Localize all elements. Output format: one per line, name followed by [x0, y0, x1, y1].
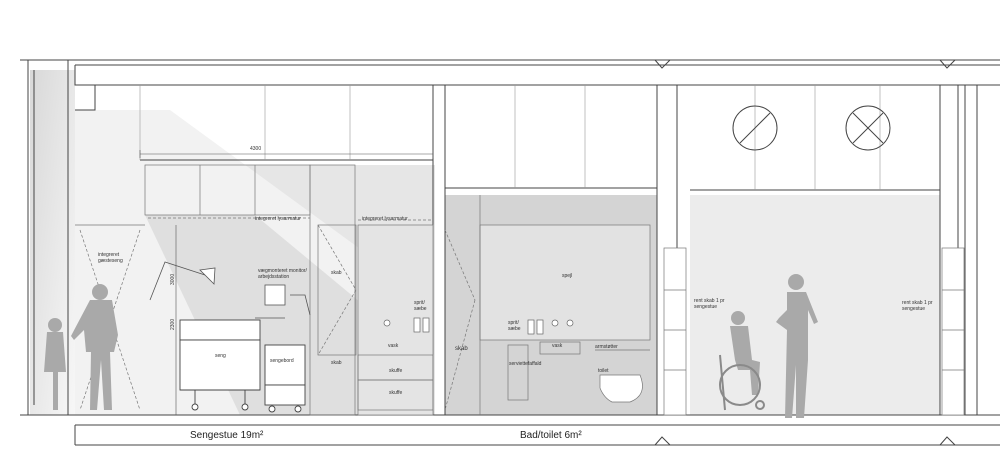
lighting-label-left: integreret lysarmatur — [255, 216, 301, 222]
bath-caption: Bad/toilet 6m² — [520, 430, 582, 441]
sanitizer-label-bath: sprit/ sæbe — [508, 320, 521, 332]
monitor-label: vægmonteret monitor/ arbejdsstation — [258, 268, 307, 280]
figures — [44, 274, 818, 418]
sink-label-bath: vask — [552, 343, 563, 349]
dimension-height-lower: 2300 — [170, 318, 176, 330]
cabinet-label-lower: skab — [331, 360, 342, 366]
lamp-and-monitor — [149, 261, 311, 319]
cabinet-label-upper: skab — [331, 270, 342, 276]
drawer-label-1: skuffe — [389, 368, 403, 374]
toilet-label: toilet — [598, 368, 609, 374]
building-structure — [20, 59, 1000, 446]
dispensers — [383, 317, 574, 335]
clean-cabinet-label-right: rent skab 1 pr sengestue — [902, 300, 933, 312]
wheelchair-figure — [719, 311, 765, 411]
room-caption: Sengestue 19m² — [190, 430, 264, 441]
armrest-label: armstøtter — [595, 344, 618, 350]
bed-label: seng — [215, 353, 226, 359]
cabinet-label-bath: skab — [455, 346, 468, 352]
man-figure — [776, 274, 818, 418]
dimension-lines — [139, 150, 434, 415]
guest-bed-label: integreret gæsteseng — [98, 252, 123, 264]
sanitizer-label-room: sprit/ sæbe — [414, 300, 427, 312]
clean-cabinets — [663, 247, 965, 416]
towel-label: serviettefaffald — [509, 361, 542, 367]
bedside-table — [264, 344, 306, 413]
clean-cabinet-label-left: rent skab 1 pr sengestue — [694, 298, 725, 310]
bed — [179, 319, 261, 411]
room-furniture — [75, 164, 434, 416]
lighting-label-right: integreret lysarmatur — [362, 216, 408, 222]
mirror-label: spejl — [562, 273, 573, 279]
drawer-label-2: skuffe — [389, 390, 403, 396]
dimension-height-upper: 3000 — [170, 273, 176, 285]
sink-label-room: vask — [388, 343, 399, 349]
bath-furniture — [444, 195, 651, 415]
child-figure — [44, 318, 66, 410]
woman-figure — [71, 284, 118, 410]
ceiling-vents — [732, 105, 891, 151]
bedside-table-label: sengebord — [270, 358, 294, 364]
dimension-width: 4300 — [250, 146, 262, 152]
ceiling-grid — [139, 85, 881, 190]
